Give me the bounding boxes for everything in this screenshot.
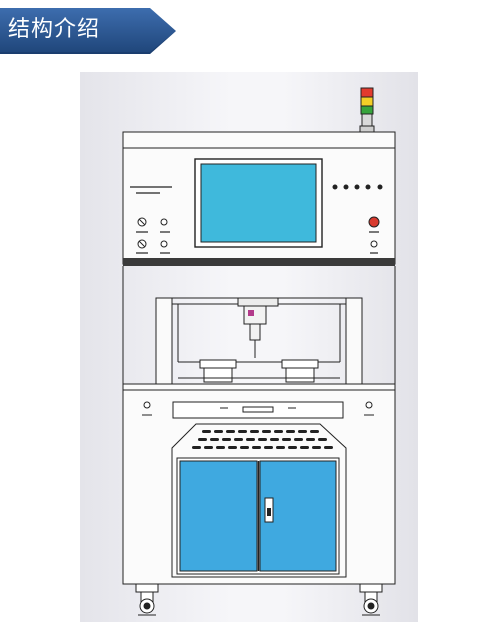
- section-title-banner: 结构介绍: [0, 8, 176, 54]
- ventilation-grille: [192, 430, 333, 449]
- emergency-stop-button: [368, 216, 380, 254]
- cabinet-doors: [176, 457, 340, 575]
- indicator-row: [332, 184, 383, 190]
- machine-base-casters: [123, 583, 395, 616]
- panel-label-marks: [130, 186, 172, 194]
- left-panel-controls: [136, 217, 170, 254]
- worktable-fixtures: [178, 359, 340, 383]
- machine-drawing-panel: [80, 72, 418, 622]
- signal-tower-light: [359, 87, 375, 133]
- gantry-spindle: [237, 297, 279, 358]
- work-chamber-frame: [122, 266, 396, 385]
- banner-arrow-shape: [0, 8, 176, 54]
- machine-structure-diagram: [122, 87, 396, 616]
- touch-screen-display: [194, 158, 323, 248]
- page-title: 结构介绍: [8, 17, 101, 42]
